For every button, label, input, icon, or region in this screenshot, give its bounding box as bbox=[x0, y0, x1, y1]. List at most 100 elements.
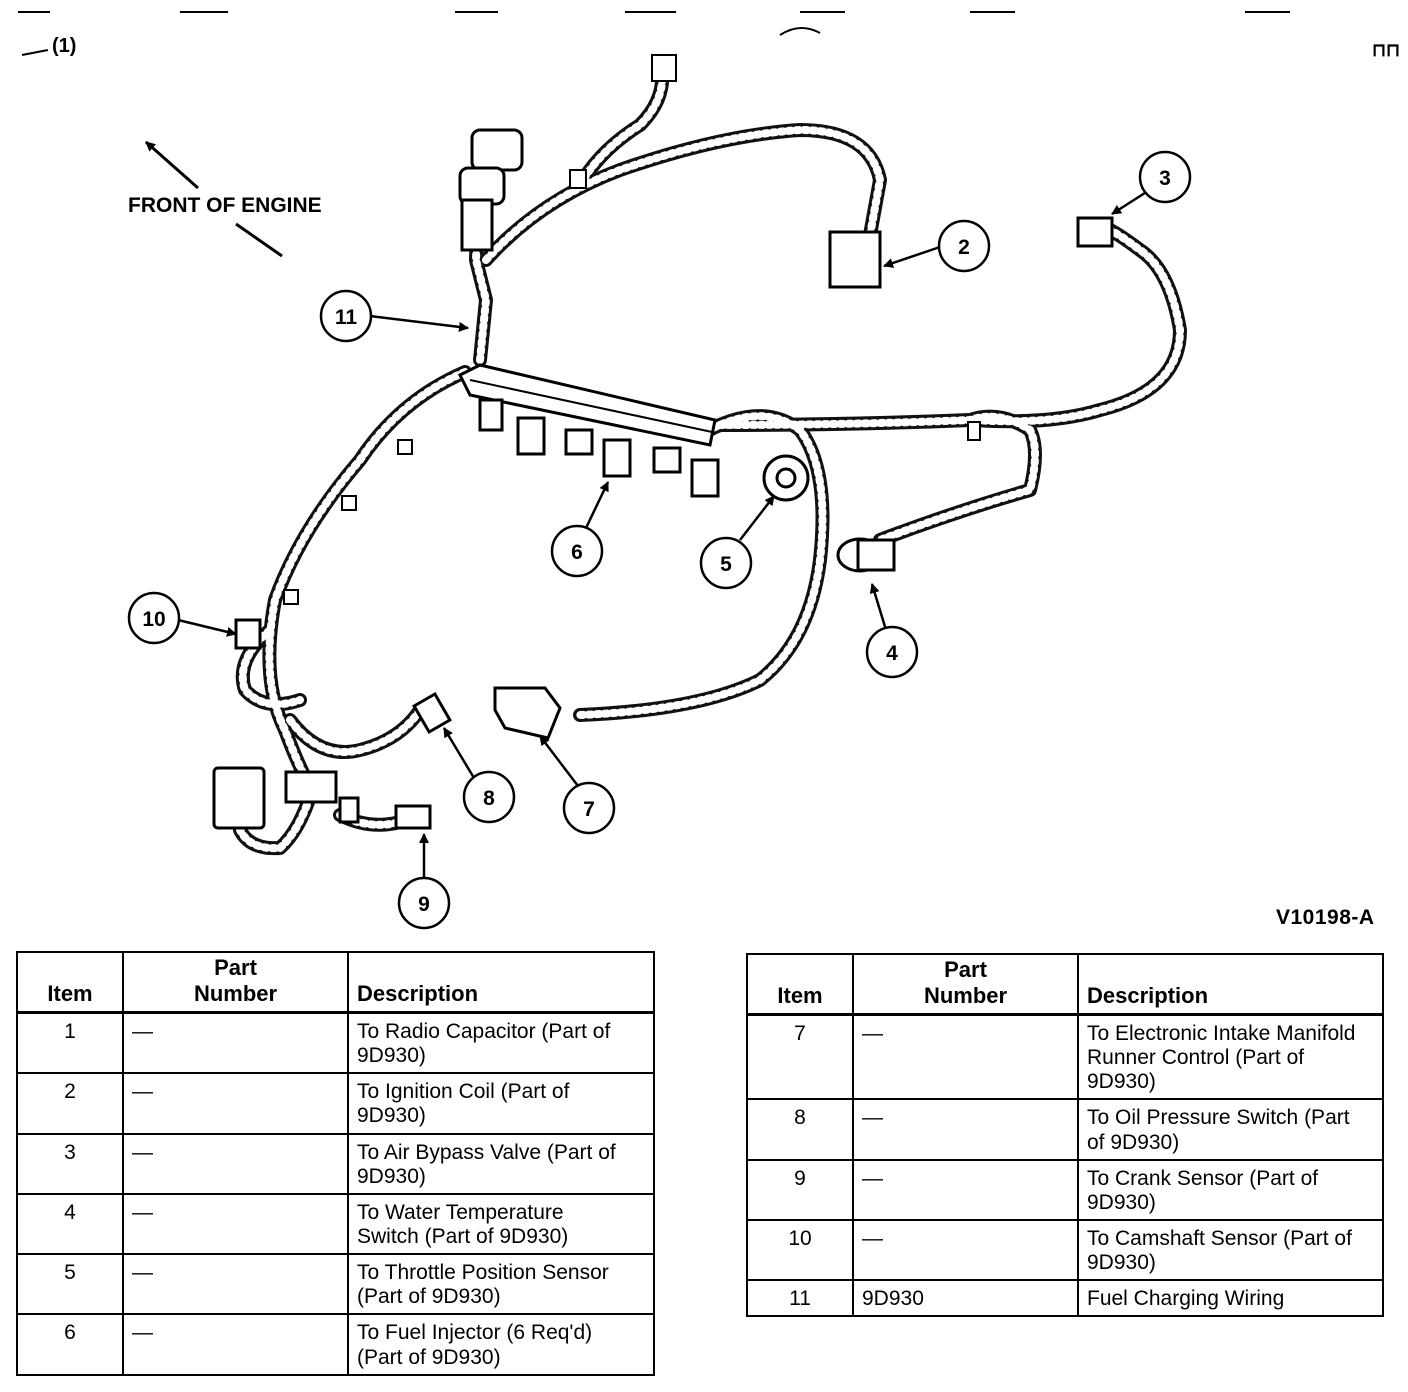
harness-clips bbox=[283, 54, 981, 605]
part-number-cell: — bbox=[122, 1192, 349, 1256]
callout-2 bbox=[937, 219, 991, 273]
injector-connector bbox=[652, 446, 682, 474]
callout-numbers: 2 3 4 5 6 7 8 9 10 11 bbox=[142, 167, 1171, 916]
part-number-cell: — bbox=[122, 1011, 349, 1075]
bottom-left-connector bbox=[212, 766, 266, 830]
front-of-engine-indicator: FRONT OF ENGINE bbox=[128, 140, 322, 258]
svg-text:9: 9 bbox=[418, 893, 430, 916]
svg-text:11: 11 bbox=[335, 306, 358, 329]
connectors bbox=[212, 54, 1114, 830]
svg-text:3: 3 bbox=[1159, 167, 1171, 190]
item-cell: 6 bbox=[16, 1313, 124, 1376]
callout-5 bbox=[699, 536, 753, 590]
part-header-line1: Part bbox=[944, 957, 987, 982]
part-number-cell: — bbox=[122, 1253, 349, 1316]
table-row: 11 9D930 Fuel Charging Wiring bbox=[746, 1279, 1384, 1318]
water-temp-connector bbox=[836, 537, 896, 573]
callout-6 bbox=[550, 524, 604, 578]
parts-table-right: Item Part Number Description 7 — To Elec… bbox=[746, 953, 1384, 1318]
svg-text:4: 4 bbox=[886, 642, 898, 665]
corner-mark: (1) bbox=[52, 35, 76, 57]
svg-text:5: 5 bbox=[720, 553, 732, 576]
item-cell: 8 bbox=[746, 1098, 854, 1161]
svg-text:10: 10 bbox=[142, 608, 165, 631]
part-number-cell: — bbox=[852, 1218, 1079, 1282]
item-cell: 4 bbox=[16, 1192, 124, 1256]
part-header-line2: Number bbox=[193, 981, 278, 1006]
item-cell: 7 bbox=[746, 1013, 854, 1101]
table-header-row: Item Part Number Description bbox=[746, 953, 1384, 1016]
part-number-cell: — bbox=[122, 1132, 349, 1195]
svg-text:8: 8 bbox=[483, 787, 495, 810]
injector-connector bbox=[690, 458, 720, 498]
injector-rail-harness bbox=[457, 363, 720, 498]
manifold-runner-connector bbox=[493, 686, 562, 740]
part-number-cell: — bbox=[122, 1313, 349, 1376]
oil-pressure-connector bbox=[412, 691, 452, 735]
svg-text:7: 7 bbox=[583, 798, 595, 821]
front-of-engine-label: FRONT OF ENGINE bbox=[128, 194, 322, 217]
figure-code: V10198-A bbox=[1276, 906, 1375, 929]
wiring-harness-diagram: (1) ⊓⊓ FRONT OF ENGINE bbox=[18, 11, 1400, 930]
injector-connector bbox=[478, 398, 504, 432]
table-header-row: Item Part Number Description bbox=[16, 951, 655, 1014]
description-header: Description bbox=[347, 951, 655, 1014]
table-row: 5 — To Throttle Position Sensor(Part of … bbox=[16, 1253, 655, 1316]
injector-connector bbox=[602, 438, 632, 478]
item-cell: 5 bbox=[16, 1253, 124, 1316]
callout-7 bbox=[562, 781, 616, 835]
parts-table-left: Item Part Number Description 1 — To Radi… bbox=[16, 951, 655, 1376]
injector-connector bbox=[516, 416, 546, 456]
callout-8 bbox=[462, 770, 516, 824]
callout-11 bbox=[319, 289, 373, 343]
svg-text:6: 6 bbox=[571, 541, 583, 564]
throttle-position-connector bbox=[762, 454, 810, 502]
radio-capacitor-connector bbox=[458, 128, 524, 252]
item-cell: 11 bbox=[746, 1279, 854, 1318]
part-number-header: Part Number bbox=[122, 951, 349, 1014]
camshaft-sensor-connector bbox=[234, 618, 262, 650]
scan-marks bbox=[18, 11, 1290, 56]
crank-sensor-connector bbox=[284, 770, 432, 830]
description-cell: To Fuel Injector (6 Req'd)(Part of 9D930… bbox=[347, 1313, 655, 1376]
ignition-coil-connector bbox=[828, 230, 882, 289]
part-number-cell: — bbox=[852, 1013, 1079, 1101]
callout-4 bbox=[865, 625, 919, 679]
corner-glyph: ⊓⊓ bbox=[1372, 40, 1400, 60]
description-header: Description bbox=[1077, 953, 1384, 1016]
part-number-cell: 9D930 bbox=[852, 1279, 1079, 1318]
part-number-cell: — bbox=[852, 1158, 1079, 1221]
item-cell: 1 bbox=[16, 1011, 124, 1075]
item-cell: 3 bbox=[16, 1132, 124, 1195]
callout-3 bbox=[1138, 150, 1192, 204]
svg-text:2: 2 bbox=[958, 236, 970, 259]
callouts bbox=[127, 150, 1192, 930]
part-header-line1: Part bbox=[214, 955, 257, 980]
callout-10 bbox=[127, 591, 181, 645]
part-number-cell: — bbox=[852, 1098, 1079, 1161]
description-cell: Fuel Charging Wiring bbox=[1077, 1279, 1384, 1318]
item-header: Item bbox=[16, 951, 124, 1014]
item-cell: 9 bbox=[746, 1158, 854, 1221]
part-number-cell: — bbox=[122, 1072, 349, 1135]
item-cell: 10 bbox=[746, 1218, 854, 1282]
injector-connector bbox=[564, 428, 594, 456]
air-bypass-connector bbox=[1076, 216, 1114, 248]
table-row: 6 — To Fuel Injector (6 Req'd)(Part of 9… bbox=[16, 1313, 655, 1376]
item-header: Item bbox=[746, 953, 854, 1016]
